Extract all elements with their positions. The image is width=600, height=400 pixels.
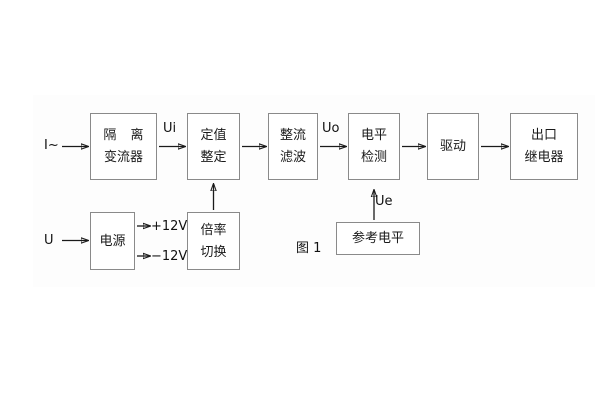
block-label-line: 切换 <box>200 244 227 260</box>
block-drive: 驱动 <box>427 113 479 180</box>
block-label-line: 继电器 <box>524 150 564 165</box>
block-label-line: 定值 <box>200 128 227 143</box>
block-label-line: 整定 <box>200 150 227 165</box>
block-isolation-ct: 隔 离变流器 <box>90 113 157 180</box>
block-label-line: 整流 <box>279 128 306 143</box>
block-label-line: 隔 离 <box>103 128 149 143</box>
block-rectify-filter: 整流滤波 <box>268 113 318 180</box>
block-label-line: 电源 <box>99 233 126 249</box>
signal-label-ui: Ui <box>163 121 177 136</box>
io-label-voltage-input: U <box>44 233 54 248</box>
io-label-minus-12v: −12V <box>151 249 188 264</box>
block-label-line: 参考电平 <box>351 231 404 246</box>
io-label-current-input: I~ <box>44 138 59 153</box>
block-label-line: 出口 <box>530 128 557 143</box>
signal-label-ue: Ue <box>375 194 393 209</box>
block-reference: 参考电平 <box>336 222 420 255</box>
signal-label-uo: Uo <box>322 121 340 136</box>
block-multiplier: 倍率切换 <box>187 212 240 270</box>
block-power-supply: 电源 <box>90 212 135 270</box>
block-label-line: 驱动 <box>439 139 466 154</box>
block-label-line: 检测 <box>360 150 387 165</box>
block-label-line: 电平 <box>360 128 387 143</box>
block-label-line: 滤波 <box>279 150 306 165</box>
block-level-detect: 电平检测 <box>348 113 400 180</box>
block-output-relay: 出口继电器 <box>510 113 578 180</box>
io-label-plus-12v: +12V <box>151 219 188 234</box>
block-label-line: 倍率 <box>200 222 227 238</box>
block-label-line: 变流器 <box>103 150 143 165</box>
block-setting: 定值整定 <box>187 113 240 180</box>
figure-caption: 图 1 <box>296 241 322 256</box>
